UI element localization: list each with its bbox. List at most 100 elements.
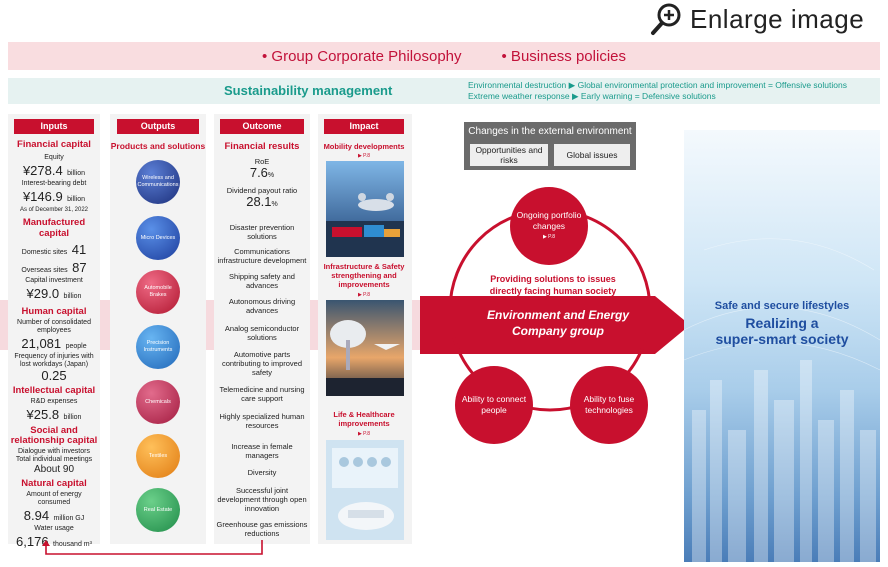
payout-label: Dividend payout ratio: [226, 186, 298, 195]
arrow-right-icon: ▶: [568, 80, 576, 90]
output-chemicals: Chemicals: [136, 380, 180, 424]
impact-header: Impact: [324, 119, 404, 134]
injury-label: Frequency of injuries with lost workdays…: [14, 353, 94, 368]
impact-mobility-ref[interactable]: ▶ P.8: [357, 153, 371, 159]
portfolio-changes-ref[interactable]: ▶ P.8: [542, 233, 556, 240]
debt-label: Interest-bearing debt: [21, 180, 87, 187]
overseas-sites-label: Overseas sites: [21, 267, 68, 274]
natural-capital-title: Natural capital: [21, 478, 87, 489]
manufactured-capital-title: Manufactured capital: [22, 217, 86, 239]
employees-unit: people: [65, 343, 87, 350]
debt-value: ¥146.9: [22, 189, 63, 204]
external-environment-box: Changes in the external environment Oppo…: [464, 122, 636, 170]
enlarge-image-button[interactable]: Enlarge image: [650, 2, 864, 36]
impact-mobility[interactable]: Mobility developments: [323, 142, 405, 151]
rd-label: R&D expenses: [30, 398, 78, 405]
external-environment-title: Changes in the external environment: [468, 126, 632, 137]
payout-value: 28.1: [246, 194, 272, 209]
note-2a: Extreme weather response: [468, 91, 570, 101]
equity-value: ¥278.4: [22, 163, 63, 178]
equity-unit: billion: [67, 170, 86, 177]
outputs-subtitle: Products and solutions: [110, 141, 206, 151]
healthcare-image: [326, 440, 404, 540]
sustainability-band: Sustainability management Environmental …: [8, 78, 880, 104]
payout-percent: %: [271, 201, 278, 208]
capex-unit: billion: [63, 293, 82, 300]
intellectual-capital-title: Intellectual capital: [12, 385, 96, 396]
arrow-right-icon: ▶: [571, 91, 579, 101]
infrastructure-image: [326, 300, 404, 396]
energy-unit: million GJ: [53, 515, 85, 522]
energy-value: 8.94: [23, 508, 50, 523]
as-of-date: As of December 31, 2022: [19, 207, 89, 213]
capex-label: Capital investment: [25, 277, 83, 284]
outcome-item: Telemedicine and nursing care support: [219, 385, 305, 403]
outcome-item: Increase in female managers: [231, 442, 293, 460]
city-skyline-graphic: [684, 238, 880, 562]
water-label: Water usage: [34, 525, 74, 532]
rd-value: ¥25.8: [26, 407, 60, 422]
portfolio-changes-node: Ongoing portfolio changes ▶ P.8: [510, 187, 588, 265]
rd-unit: billion: [63, 414, 82, 421]
roe-value: 7.6: [249, 165, 268, 180]
note-2b: Early warning = Defensive solutions: [580, 91, 716, 101]
enlarge-image-label: Enlarge image: [690, 3, 865, 34]
output-textiles: Textiles: [136, 434, 180, 478]
inputs-header: Inputs: [14, 119, 94, 134]
dialogue-value: About 90: [33, 464, 75, 475]
output-automobile-brakes: Automobile Brakes: [136, 270, 180, 314]
human-capital-title: Human capital: [21, 306, 87, 317]
injury-value: 0.25: [41, 368, 67, 383]
output-micro-devices: Micro Devices: [136, 216, 180, 260]
outcome-column: [214, 114, 310, 544]
financial-capital-title: Financial capital: [17, 139, 91, 150]
outcome-item: Greenhouse gas emissions reductions: [216, 520, 308, 538]
outputs-header: Outputs: [117, 119, 199, 134]
outcome-item: Highly specialized human resources: [219, 412, 305, 430]
vision-line-3: super-smart society: [715, 331, 849, 347]
overseas-sites-value: 87: [72, 260, 87, 275]
employees-label: Number of consolidated employees: [17, 319, 91, 334]
domestic-sites-label: Domestic sites: [21, 249, 68, 256]
employees-value: 21,081: [21, 336, 62, 351]
outcome-item: Disaster prevention solutions: [229, 223, 295, 241]
zoom-in-icon: [651, 3, 681, 35]
note-1a: Environmental destruction: [468, 80, 567, 90]
super-smart-society-panel: Safe and secure lifestyles Realizing a s…: [684, 130, 880, 562]
outcome-item: Diversity: [247, 468, 277, 477]
connect-people-node: Ability to connect people: [455, 366, 533, 444]
roe-label: RoE: [254, 157, 270, 166]
impact-life-ref[interactable]: ▶ P.8: [357, 431, 371, 437]
energy-label: Amount of energy consumed: [26, 491, 82, 506]
vision-line-1: Safe and secure lifestyles: [714, 300, 850, 312]
equity-label: Equity: [44, 154, 64, 161]
global-issues-chip: Global issues: [554, 144, 630, 166]
mobility-image: [326, 161, 404, 257]
roe-percent: %: [267, 172, 275, 179]
outcome-item: Automotive parts contributing to improve…: [221, 350, 303, 377]
financial-results-title: Financial results: [224, 141, 300, 152]
inputs-column: [8, 114, 100, 544]
philosophy-item: • Group Corporate Philosophy: [261, 47, 462, 65]
fuse-technologies-node: Ability to fuse technologies: [570, 366, 648, 444]
dialogue-label: Dialogue with investors Total individual…: [15, 448, 93, 463]
impact-infrastructure-ref[interactable]: ▶ P.8: [357, 292, 371, 298]
outcome-header: Outcome: [220, 119, 304, 134]
feedback-loop-arrow: [42, 540, 263, 555]
output-real-estate: Real Estate: [136, 488, 180, 532]
sustainability-notes: Environmental destruction ▶ Global envir…: [468, 80, 847, 102]
capex-value: ¥29.0: [26, 286, 60, 301]
water-value: 6,176: [16, 534, 49, 549]
impact-life-healthcare[interactable]: Life & Healthcare improvements: [333, 410, 395, 428]
outcome-item: Analog semiconductor solutions: [224, 324, 300, 342]
water-unit: thousand m³: [53, 541, 92, 548]
impact-infrastructure[interactable]: Infrastructure & Safety strengthening an…: [323, 262, 405, 289]
domestic-sites-value: 41: [71, 242, 87, 257]
debt-unit: billion: [67, 196, 86, 203]
business-policies-item: • Business policies: [501, 47, 626, 65]
note-1b: Global environmental protection and impr…: [577, 80, 847, 90]
output-wireless: Wireless and Communications: [136, 160, 180, 204]
outcome-item: Shipping safety and advances: [229, 272, 295, 290]
outcome-item: Communications infrastructure developmen…: [217, 247, 307, 265]
philosophy-band: • Group Corporate Philosophy • Business …: [8, 42, 880, 70]
